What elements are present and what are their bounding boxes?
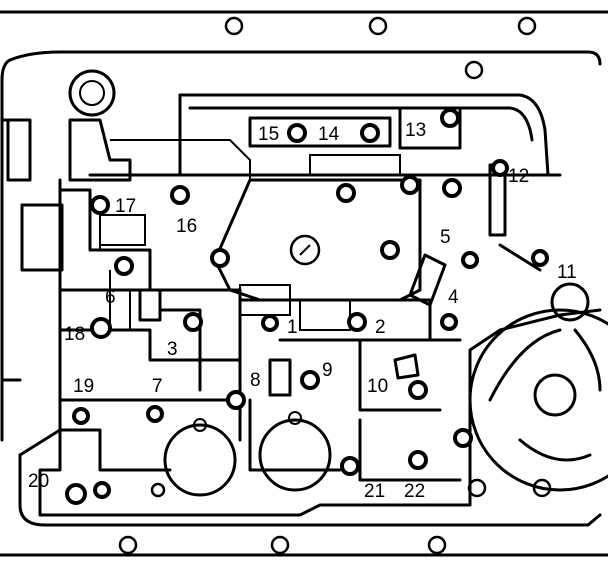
label-18: 18 (64, 324, 85, 345)
label-11: 11 (557, 262, 577, 283)
label-8: 8 (250, 370, 261, 391)
label-14: 14 (318, 124, 340, 145)
label-6: 6 (105, 287, 116, 308)
accumulators (163, 163, 542, 497)
label-15: 15 (258, 124, 279, 145)
case-holes (118, 16, 552, 555)
label-16: 16 (176, 216, 197, 237)
case-outline (0, 10, 608, 557)
main-plate (213, 178, 422, 302)
pump-assembly (468, 282, 608, 492)
label-1: 1 (287, 317, 298, 338)
label-5: 5 (440, 227, 451, 248)
label-7: 7 (152, 376, 163, 397)
label-19: 19 (73, 376, 94, 397)
label-17: 17 (115, 196, 136, 217)
label-9: 9 (322, 360, 333, 381)
bolts (65, 108, 549, 505)
callout-labels: 1 2 3 4 5 6 7 8 9 10 11 12 13 14 15 16 1… (28, 120, 577, 502)
label-3: 3 (167, 339, 178, 360)
label-22: 22 (404, 481, 425, 502)
label-12: 12 (508, 166, 529, 187)
label-4: 4 (448, 287, 459, 308)
label-21: 21 (364, 481, 385, 502)
label-2: 2 (375, 317, 386, 338)
label-20: 20 (28, 471, 49, 492)
solenoid-block (6, 69, 251, 272)
channels (59, 106, 462, 331)
label-13: 13 (405, 120, 426, 141)
label-10: 10 (367, 376, 388, 397)
